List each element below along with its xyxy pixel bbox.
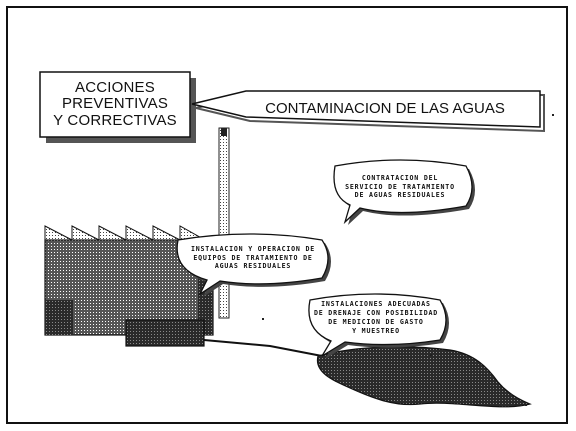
water-pond-icon	[316, 346, 532, 408]
callout-line: INSTALACIONES ADECUADAS	[321, 300, 431, 309]
banner-shape	[191, 90, 545, 133]
callout-line: EQUIPOS DE TRATAMIENTO DE	[193, 253, 313, 262]
callout-instalacion-equipos-shape	[176, 233, 331, 297]
smokestack-icon	[218, 127, 230, 319]
callout-contratacion-shape	[333, 159, 475, 225]
callout-line: Y MUESTREO	[352, 326, 400, 335]
acciones-line-1: ACCIONES	[75, 79, 155, 97]
pipe-icon	[203, 339, 323, 357]
callout-contratacion-text: CONTRATACION DEL SERVICIO DE TRATAMIENTO…	[330, 162, 470, 212]
callout-line: DE DRENAJE CON POSIBILIDAD	[313, 309, 438, 318]
callout-line: INSTALACION Y OPERACION DE	[190, 244, 315, 253]
contaminacion-banner-label: CONTAMINACION DE LAS AGUAS	[265, 99, 505, 117]
callout-instalaciones-drenaje-shape	[308, 293, 449, 359]
callout-instalaciones-drenaje-text: INSTALACIONES ADECUADAS DE DRENAJE CON P…	[306, 293, 446, 343]
acciones-line-3: Y CORRECTIVAS	[53, 111, 177, 129]
acciones-box-shape	[39, 71, 196, 143]
callout-instalacion-equipos-text: INSTALACION Y OPERACION DE EQUIPOS DE TR…	[178, 234, 328, 282]
scan-specks	[262, 114, 554, 406]
callout-line: DE MEDICION DE GASTO	[328, 318, 424, 326]
acciones-line-2: PREVENTIVAS	[61, 95, 169, 113]
acciones-box-label: ACCIONES PREVENTIVAS Y CORRECTIVAS	[40, 72, 190, 137]
callout-line: DE AGUAS RESIDUALES	[354, 191, 446, 200]
callout-line: AGUAS RESIDUALES	[214, 262, 292, 271]
callout-line: CONTRATACION DEL	[361, 173, 439, 182]
callout-line: SERVICIO DE TRATAMIENTO	[345, 182, 455, 191]
